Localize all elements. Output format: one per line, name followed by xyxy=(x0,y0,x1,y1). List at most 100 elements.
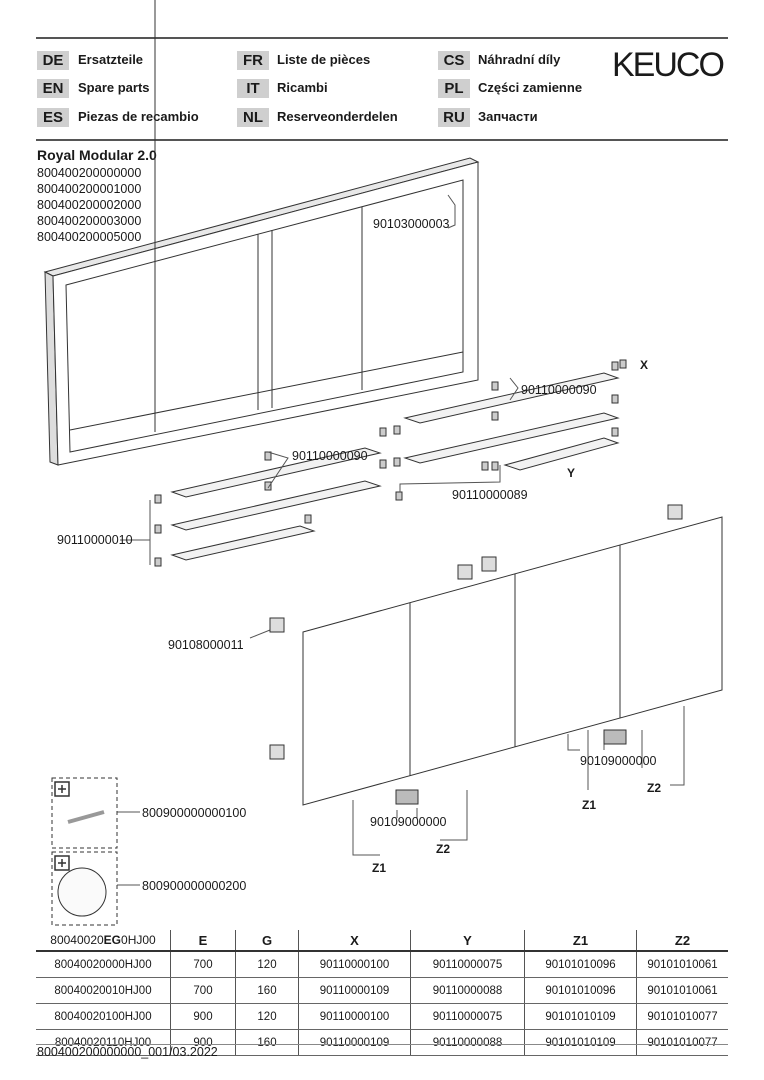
table-cell: 700 xyxy=(170,977,236,1004)
table-cell: 90101010077 xyxy=(636,1029,728,1056)
callout-x: X xyxy=(640,358,649,372)
lang-label-pl: Części zamienne xyxy=(478,80,583,95)
callout-z2-right: Z2 xyxy=(647,781,662,795)
table-cell: 80040020100HJ00 xyxy=(36,1003,171,1030)
callout-handle-right: 90109000000 xyxy=(580,754,657,768)
table-cell: 90101010109 xyxy=(524,1029,637,1056)
header-z2: Z2 xyxy=(636,930,728,952)
callout-clip-left: 90110000090 xyxy=(292,449,368,463)
table-cell: 90101010061 xyxy=(636,951,728,978)
header-bold: EG xyxy=(103,933,122,947)
callout-y: Y xyxy=(567,466,576,480)
lang-code-ru: RU xyxy=(438,108,470,127)
door-panels xyxy=(302,516,723,806)
table-cell: 90110000088 xyxy=(410,1029,525,1056)
callout-frame: 90103000003 xyxy=(373,217,450,231)
lang-label-es: Piezas de recambio xyxy=(78,109,199,124)
table-cell: 90101010109 xyxy=(524,1003,637,1030)
callout-clip-10: 90110000010 xyxy=(57,533,133,547)
table-cell: 700 xyxy=(170,951,236,978)
callout-clip-right: 90110000090 xyxy=(521,383,597,397)
round-mirror xyxy=(57,867,107,917)
door-handles xyxy=(395,729,627,805)
lang-label-it: Ricambi xyxy=(277,80,328,95)
table-cell: 80040020110HJ00 xyxy=(36,1029,171,1056)
lang-code-en: EN xyxy=(37,79,69,98)
callout-clip-89: 90110000089 xyxy=(452,488,528,502)
lang-code-cs: CS xyxy=(438,51,470,70)
table-cell: 80040020010HJ00 xyxy=(36,977,171,1004)
lang-label-en: Spare parts xyxy=(78,80,150,95)
table-cell: 90101010077 xyxy=(636,1003,728,1030)
product-code: 800400200003000 xyxy=(37,214,142,228)
keuco-logo: KEUCO xyxy=(612,46,725,84)
plus-icon xyxy=(54,781,70,871)
table-bottom-rule xyxy=(36,1044,728,1045)
table-cell: 900 xyxy=(170,1003,236,1030)
leader-lines xyxy=(117,194,685,886)
header-z1: Z1 xyxy=(524,930,637,952)
top-rule xyxy=(36,37,728,39)
callout-accessory-2: 800900000000200 xyxy=(142,879,247,893)
table-header-row: 80040020EG0HJ00 E G X Y Z1 Z2 xyxy=(36,930,728,952)
lang-label-cs: Náhradní díly xyxy=(478,52,561,67)
lang-code-fr: FR xyxy=(237,51,269,70)
table-cell: 90110000100 xyxy=(298,1003,411,1030)
table-cell: 90101010096 xyxy=(524,977,637,1004)
exploded-view-drawing xyxy=(43,0,723,926)
callout-hinge: 90108000011 xyxy=(168,638,244,652)
table-cell: 80040020000HJ00 xyxy=(36,951,171,978)
lang-code-pl: PL xyxy=(438,79,470,98)
product-code: 800400200002000 xyxy=(37,198,142,212)
accessory-boxes xyxy=(51,777,118,926)
lang-label-ru: Запчасти xyxy=(478,109,538,124)
product-code: 800400200000000 xyxy=(37,166,142,180)
callout-z1-left: Z1 xyxy=(372,861,387,875)
lang-label-nl: Reserveonderdelen xyxy=(277,109,398,124)
table-cell: 120 xyxy=(235,1003,299,1030)
hinges xyxy=(269,504,683,760)
header-e: E xyxy=(170,930,236,952)
document-footer: 800400200000000_001/03.2022 xyxy=(37,1045,218,1059)
callout-z2-left: Z2 xyxy=(436,842,451,856)
table-cell: 90110000075 xyxy=(410,1003,525,1030)
header-g: G xyxy=(235,930,299,952)
table-cell: 90110000109 xyxy=(298,977,411,1004)
header-suffix: 0HJ00 xyxy=(121,933,156,947)
product-code: 800400200005000 xyxy=(37,230,142,244)
table-cell: 160 xyxy=(235,1029,299,1056)
table-cell: 90110000088 xyxy=(410,977,525,1004)
header-rule xyxy=(36,139,728,141)
table-cell: 120 xyxy=(235,951,299,978)
header-variant: 80040020EG0HJ00 xyxy=(36,930,171,952)
accessory-bar xyxy=(67,810,105,824)
callout-z1-right: Z1 xyxy=(582,798,597,812)
lang-code-es: ES xyxy=(37,108,69,127)
table-cell: 90110000075 xyxy=(410,951,525,978)
product-title: Royal Modular 2.0 xyxy=(37,147,157,163)
table-cell: 160 xyxy=(235,977,299,1004)
lang-code-nl: NL xyxy=(237,108,269,127)
lang-code-de: DE xyxy=(37,51,69,70)
callout-accessory-1: 800900000000100 xyxy=(142,806,247,820)
header-y: Y xyxy=(410,930,525,952)
table-cell: 90110000100 xyxy=(298,951,411,978)
header-prefix: 80040020 xyxy=(50,933,104,947)
lang-label-fr: Liste de pièces xyxy=(277,52,371,67)
callout-handle-left: 90109000000 xyxy=(370,815,447,829)
product-code: 800400200001000 xyxy=(37,182,142,196)
variant-table: 80040020EG0HJ00 E G X Y Z1 Z2 8004002000… xyxy=(36,930,728,1056)
shelf-clips xyxy=(154,359,627,567)
lang-code-it: IT xyxy=(237,79,269,98)
table-cell: 90110000109 xyxy=(298,1029,411,1056)
cabinet-body xyxy=(43,0,480,466)
lang-label-de: Ersatzteile xyxy=(78,52,144,67)
table-cell: 90101010096 xyxy=(524,951,637,978)
table-cell: 900 xyxy=(170,1029,236,1056)
header-x: X xyxy=(298,930,411,952)
